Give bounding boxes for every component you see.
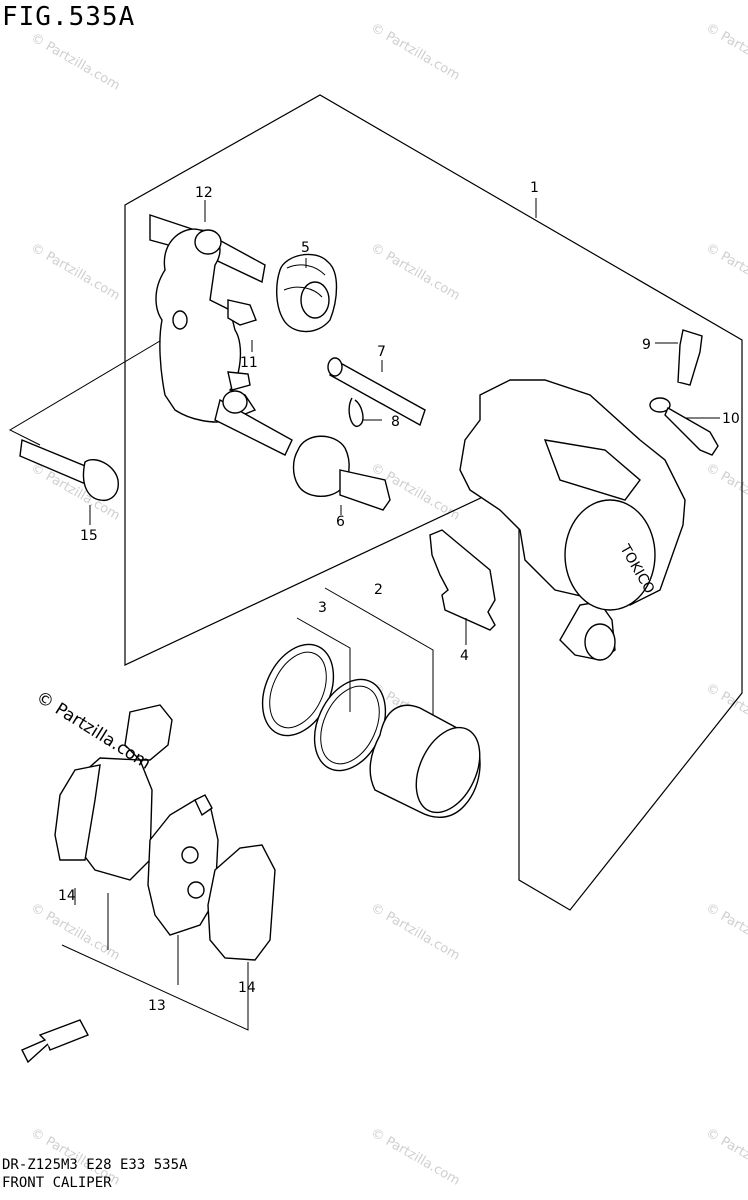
watermark-text: © Partzilla.com [703, 240, 748, 303]
callout-7: 7 [377, 344, 386, 360]
piston-seals [261, 643, 387, 772]
watermark-text: © Partzilla.com [368, 900, 462, 963]
pad-spring-4 [429, 529, 496, 631]
clip-8 [348, 397, 364, 428]
callout-14-left: 14 [58, 888, 76, 904]
watermarks: © Partzilla.com © Partzilla.com © Partzi… [28, 20, 748, 1188]
watermark-text: © Partzilla.com [703, 1125, 748, 1188]
caliper-body: TOKICO [459, 379, 686, 661]
figure-title: FIG.535A [2, 2, 136, 32]
callout-8: 8 [391, 414, 400, 430]
watermark-text: © Partzilla.com [28, 30, 122, 93]
callout-13: 13 [148, 998, 166, 1014]
brake-pads [54, 704, 276, 961]
leader-line [8, 334, 171, 446]
boot-pin-6 [292, 435, 391, 511]
callout-3: 3 [318, 600, 327, 616]
watermark-text: © Partzilla.com [368, 240, 462, 303]
bleeder-cap-10 [649, 397, 719, 456]
section-name: FRONT CALIPER [2, 1175, 112, 1191]
fwd-arrow-icon: FWD [21, 1019, 89, 1064]
watermark-text: © Partzilla.com [703, 20, 748, 83]
callout-14-right: 14 [238, 980, 256, 996]
watermark-text: © Partzilla.com [28, 240, 122, 303]
watermark-text: © Partzilla.com [368, 1125, 462, 1188]
boot-5 [276, 253, 338, 333]
caliper-bracket [149, 214, 293, 456]
callout-11: 11 [240, 355, 258, 371]
callout-10: 10 [722, 411, 740, 427]
callout-15: 15 [80, 528, 98, 544]
callout-4: 4 [460, 648, 469, 664]
callout-12: 12 [195, 185, 213, 201]
bolt-15 [19, 439, 119, 502]
callout-5: 5 [301, 240, 310, 256]
watermark-text: © Partzilla.com [703, 900, 748, 963]
callout-numbers: 1 2 3 4 5 6 7 8 9 10 11 12 13 14 14 15 [58, 180, 740, 1014]
callout-2: 2 [374, 582, 383, 598]
assembly-outline [124, 94, 743, 911]
callout-leaders [61, 198, 720, 1031]
watermark-text: © Partzilla.com [703, 460, 748, 523]
bleeder-screw-9 [677, 329, 703, 386]
figure-footer: DR-Z125M3 E28 E33 535A FRONT CALIPER [2, 1156, 187, 1192]
callout-6: 6 [336, 514, 345, 530]
model-code: DR-Z125M3 E28 E33 535A [2, 1157, 188, 1173]
callout-1: 1 [530, 180, 539, 196]
watermark-text: © Partzilla.com [368, 20, 462, 83]
piston-2 [369, 704, 481, 818]
callout-9: 9 [642, 337, 651, 353]
slide-pin-7 [327, 357, 426, 427]
